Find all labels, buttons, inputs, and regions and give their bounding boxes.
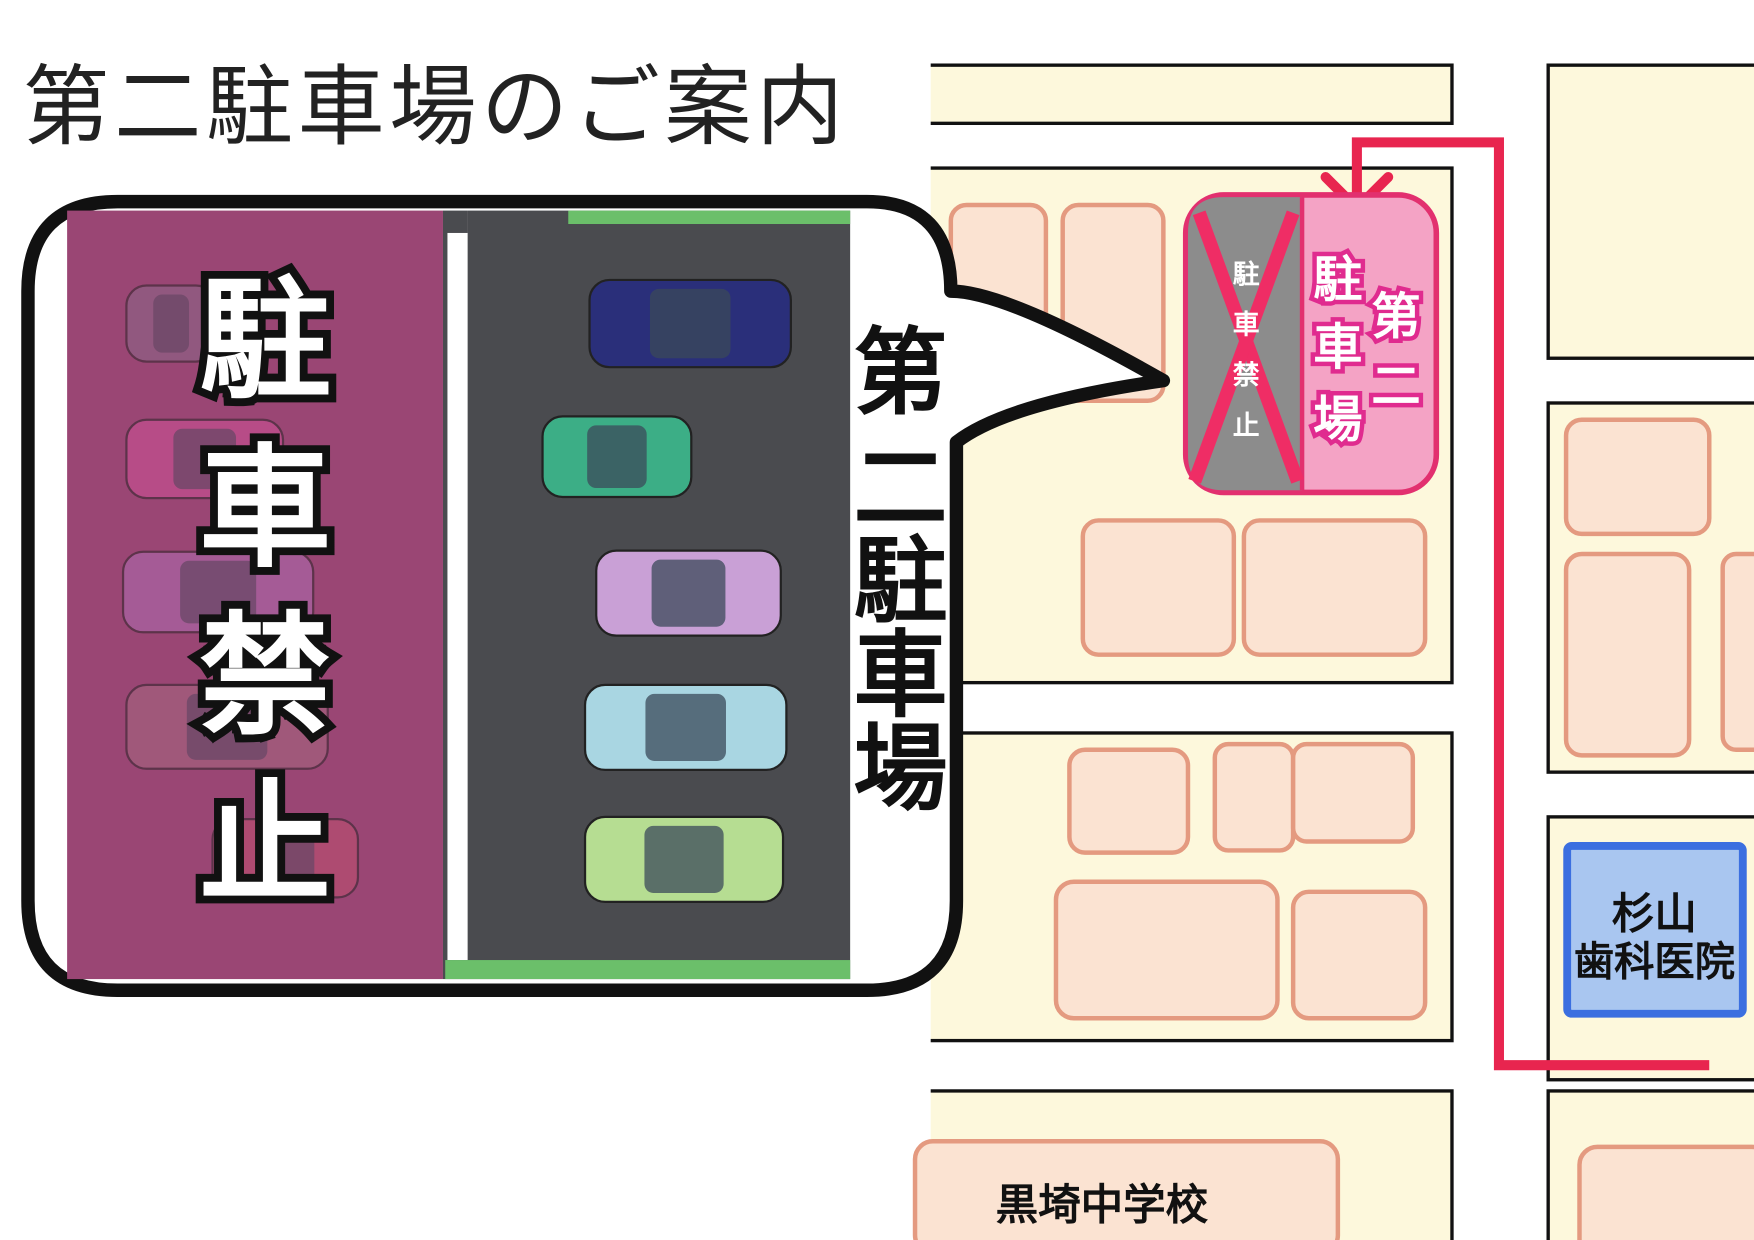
parked-car bbox=[595, 549, 782, 637]
faded-car bbox=[211, 817, 360, 899]
svg-text:駐: 駐 bbox=[199, 264, 331, 418]
house bbox=[1563, 417, 1712, 537]
no-parking-text: 駐 車 禁 止 bbox=[191, 256, 339, 929]
sign-lot-text: 駐 車 場 第 二 bbox=[1309, 246, 1425, 453]
svg-text:止: 止 bbox=[199, 768, 331, 922]
house bbox=[1067, 747, 1191, 855]
school-building bbox=[912, 1139, 1341, 1240]
city-block bbox=[926, 63, 1454, 126]
page-title: 第二駐車場のご案内 bbox=[22, 56, 848, 158]
house bbox=[1720, 551, 1754, 752]
parked-car bbox=[583, 815, 785, 904]
svg-text:駐: 駐 bbox=[1233, 259, 1260, 290]
svg-text:車: 車 bbox=[1313, 318, 1362, 376]
sign-no-parking-text: 駐 車 禁 止 bbox=[1233, 259, 1260, 441]
house bbox=[1080, 518, 1237, 657]
house bbox=[1577, 1144, 1754, 1240]
house bbox=[1241, 518, 1428, 657]
house bbox=[1290, 889, 1428, 1021]
school-label: 黒埼中学校 bbox=[996, 1182, 1209, 1231]
parked-car bbox=[588, 278, 792, 369]
second-parking-lot-marker: 駐 車 禁 止 駐 車 場 第 二 bbox=[1182, 192, 1440, 496]
faded-car bbox=[121, 550, 315, 634]
route-line bbox=[1351, 137, 1710, 1071]
svg-text:場: 場 bbox=[1313, 391, 1362, 449]
svg-text:車: 車 bbox=[199, 432, 331, 586]
house bbox=[1053, 879, 1280, 1021]
house bbox=[1563, 551, 1692, 758]
callout-bubble: 駐 車 禁 止 第 二 駐 車 場 bbox=[21, 194, 1171, 997]
svg-text:二: 二 bbox=[1371, 357, 1420, 415]
svg-text:禁: 禁 bbox=[199, 600, 331, 754]
svg-text:禁: 禁 bbox=[1233, 360, 1260, 391]
svg-text:第: 第 bbox=[854, 319, 948, 428]
svg-text:車: 車 bbox=[854, 621, 948, 730]
svg-text:車: 車 bbox=[1233, 310, 1260, 341]
house bbox=[1212, 741, 1296, 853]
house bbox=[1290, 741, 1416, 844]
parked-car bbox=[541, 415, 693, 499]
faded-car bbox=[125, 683, 329, 770]
map-area: 黒埼中学校 杉山 歯科医院 駐 車 禁 止 駐 車 bbox=[912, 0, 1754, 1240]
city-block bbox=[1546, 63, 1754, 360]
faded-car bbox=[125, 418, 285, 500]
parked-car bbox=[583, 683, 788, 772]
dental-clinic: 杉山 歯科医院 bbox=[1563, 842, 1747, 1018]
faded-car bbox=[125, 284, 218, 363]
svg-text:駐: 駐 bbox=[1313, 251, 1362, 309]
svg-text:止: 止 bbox=[1233, 410, 1260, 441]
second-lot-vertical-text: 第 二 駐 車 場 bbox=[854, 319, 948, 824]
svg-text:場: 場 bbox=[854, 715, 948, 824]
svg-text:第: 第 bbox=[1371, 288, 1420, 346]
dental-name-line1: 杉山 bbox=[1612, 891, 1697, 940]
svg-text:二: 二 bbox=[854, 434, 948, 543]
dental-name-line2: 歯科医院 bbox=[1574, 940, 1735, 986]
svg-text:駐: 駐 bbox=[854, 527, 948, 636]
